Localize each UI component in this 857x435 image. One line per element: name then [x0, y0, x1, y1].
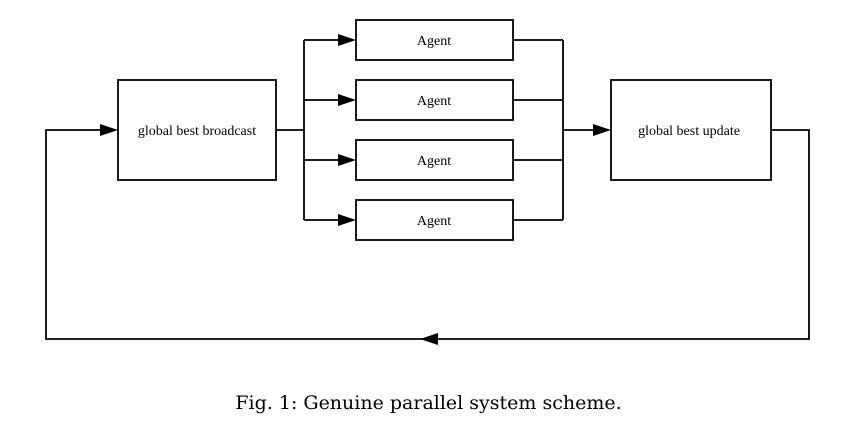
fan-out-connector	[276, 34, 356, 226]
agent-box-1	[355, 19, 514, 61]
arrow-head-agent-2	[338, 94, 356, 106]
broadcast-label: global best broadcast	[138, 124, 256, 139]
update-label: global best update	[638, 124, 740, 139]
figure-caption: Fig. 1: Genuine parallel system scheme.	[235, 392, 622, 414]
arrow-head-agent-1	[338, 34, 356, 46]
fan-in-connector	[513, 39, 611, 221]
update-box	[610, 79, 772, 181]
agent-node-3: Agent	[355, 139, 514, 181]
feedback-loop	[45, 124, 810, 345]
agent-label-1: Agent	[417, 34, 451, 49]
agent-box-3	[355, 139, 514, 181]
arrow-head-agent-4	[338, 214, 356, 226]
agent-label-2: Agent	[417, 94, 451, 109]
broadcast-node: global best broadcast	[117, 79, 277, 181]
agent-node-4: Agent	[355, 199, 514, 241]
arrow-head-broadcast	[100, 124, 118, 136]
agent-label-3: Agent	[417, 154, 451, 169]
agent-node-2: Agent	[355, 79, 514, 121]
parallel-system-diagram: global best broadcast global best update…	[45, 19, 810, 345]
agent-label-4: Agent	[417, 214, 451, 229]
arrow-head-feedback	[420, 333, 438, 345]
agent-node-1: Agent	[355, 19, 514, 61]
arrow-head-update	[593, 124, 611, 136]
arrow-head-agent-3	[338, 154, 356, 166]
update-node: global best update	[610, 79, 772, 181]
broadcast-box	[117, 79, 277, 181]
